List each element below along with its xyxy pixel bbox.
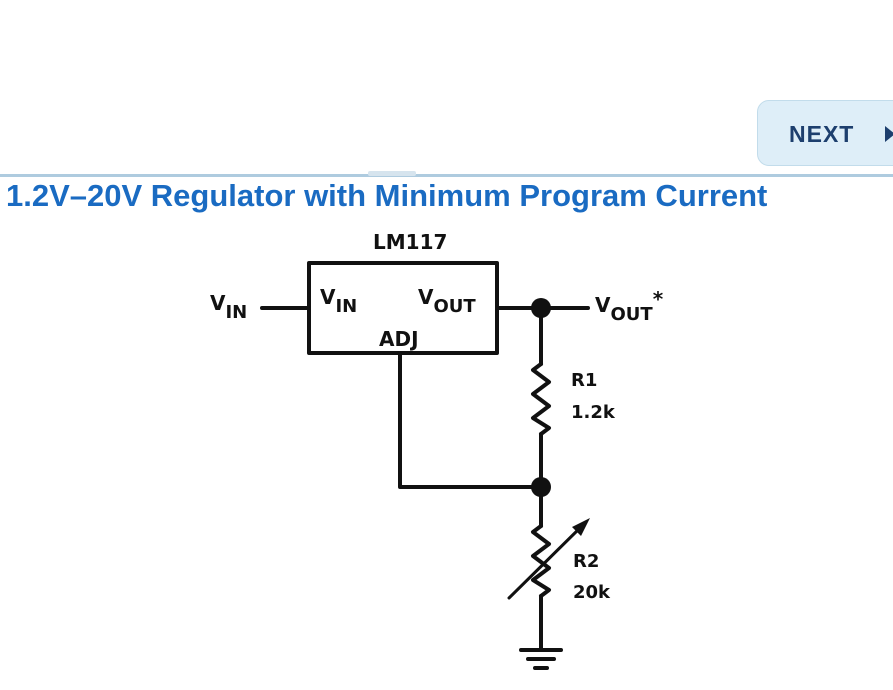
adj-wire bbox=[398, 351, 543, 489]
pin-vin-label: VIN bbox=[320, 285, 357, 317]
r2-arrow-head bbox=[572, 518, 590, 536]
header-divider bbox=[0, 174, 893, 177]
next-button[interactable]: NEXT bbox=[757, 100, 893, 166]
output-label: VOUT* bbox=[595, 287, 664, 325]
adj-node bbox=[531, 477, 551, 497]
r2-variable-arrow bbox=[507, 520, 588, 600]
r2-value-label: 20k bbox=[573, 582, 611, 603]
r1-resistor bbox=[531, 362, 551, 436]
ic-name-label: LM117 bbox=[373, 230, 447, 254]
play-arrow-icon bbox=[885, 126, 893, 142]
r2-resistor bbox=[531, 524, 551, 598]
r2-name-label: R2 bbox=[573, 551, 599, 572]
r1-name-label: R1 bbox=[571, 370, 597, 391]
output-node bbox=[531, 298, 551, 318]
pin-adj-label: ADJ bbox=[379, 327, 419, 351]
next-button-label: NEXT bbox=[789, 121, 855, 147]
page-title: 1.2V–20V Regulator with Minimum Program … bbox=[6, 178, 768, 213]
input-label: VIN bbox=[210, 291, 247, 323]
circuit-schematic: LM117 VIN VIN VOUT ADJ VOUT* R1 1.2k R2 … bbox=[210, 230, 664, 670]
r1-value-label: 1.2k bbox=[571, 402, 616, 423]
divider-handle bbox=[368, 171, 416, 176]
pin-vout-label: VOUT bbox=[418, 285, 476, 317]
